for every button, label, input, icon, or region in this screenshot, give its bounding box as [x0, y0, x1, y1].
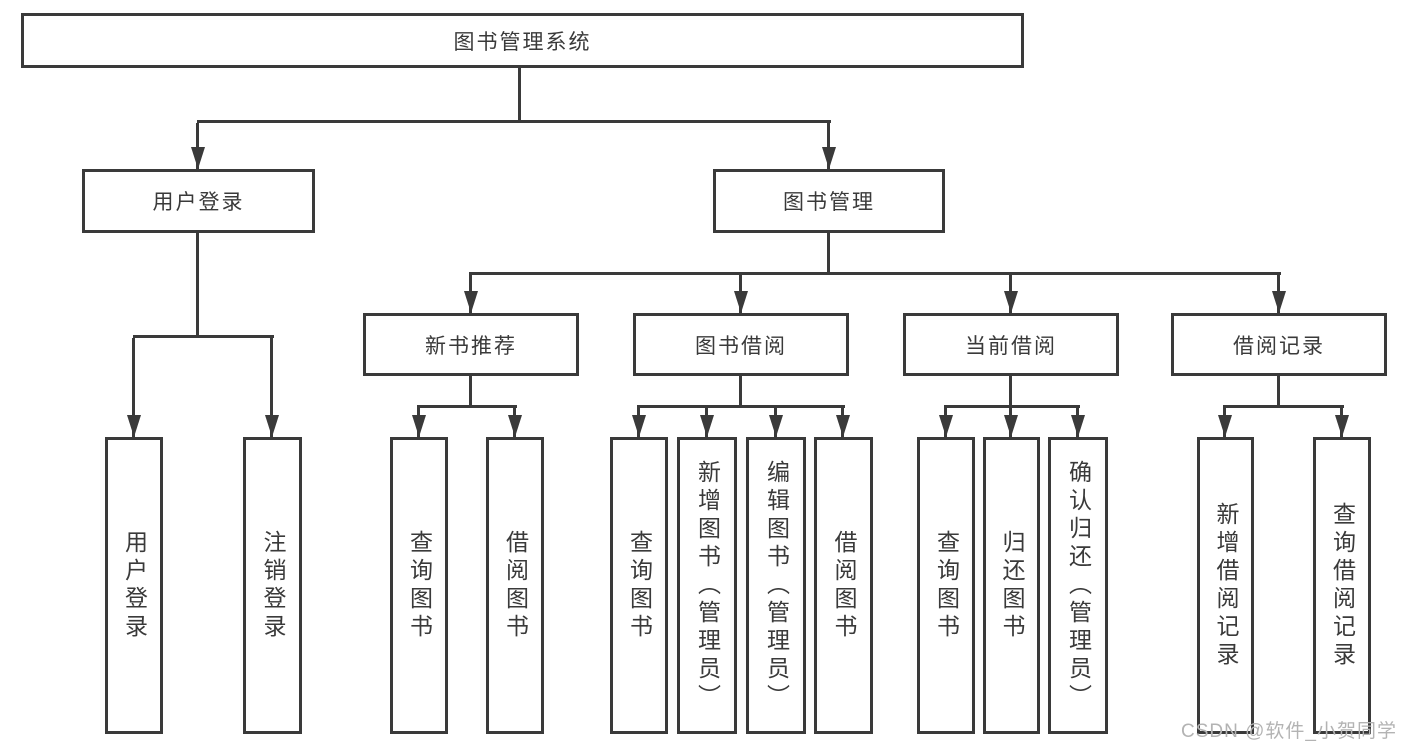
node-leaf-edit-book-admin: 编辑图书（管理员）	[746, 437, 806, 734]
csdn-watermark: CSDN @软件_小贺同学	[1181, 721, 1397, 742]
node-leaf-confirm-return-admin: 确认归还（管理员）	[1048, 437, 1108, 734]
node-leaf-borrow-books-2: 借阅图书	[814, 437, 873, 734]
connector-book-management-bar	[469, 272, 1281, 275]
node-leaf-query-borrow-record: 查询借阅记录	[1313, 437, 1371, 734]
node-root-library-management-system: 图书管理系统	[21, 13, 1024, 68]
connector-to-leaf-user-login	[132, 338, 135, 437]
node-leaf-return-book: 归还图书	[983, 437, 1040, 734]
node-current-borrowing: 当前借阅	[903, 313, 1119, 376]
connector-to-book-management	[827, 123, 830, 169]
connector-book-management-stem	[827, 233, 830, 272]
arrow-down-icon	[1335, 415, 1349, 437]
connector-section2-bar	[637, 405, 845, 408]
arrow-down-icon	[822, 147, 836, 169]
node-book-management-branch: 图书管理	[713, 169, 945, 233]
arrow-down-icon	[127, 415, 141, 437]
arrow-down-icon	[412, 415, 426, 437]
arrow-down-icon	[700, 415, 714, 437]
connector-section4-stem	[1277, 376, 1280, 405]
node-leaf-query-books-1: 查询图书	[390, 437, 448, 734]
arrow-down-icon	[769, 415, 783, 437]
arrow-down-icon	[464, 291, 478, 313]
arrow-down-icon	[939, 415, 953, 437]
arrow-down-icon	[508, 415, 522, 437]
connector-user-login-bar	[133, 335, 274, 338]
arrow-down-icon	[1004, 415, 1018, 437]
arrow-down-icon	[1004, 291, 1018, 313]
node-leaf-add-borrow-record: 新增借阅记录	[1197, 437, 1254, 734]
connector-section1-bar	[417, 405, 517, 408]
arrow-down-icon	[1272, 291, 1286, 313]
arrow-down-icon	[836, 415, 850, 437]
arrow-down-icon	[1218, 415, 1232, 437]
connector-root-bar	[197, 120, 831, 123]
node-leaf-logout: 注销登录	[243, 437, 302, 734]
arrow-down-icon	[632, 415, 646, 437]
node-leaf-add-book-admin: 新增图书（管理员）	[677, 437, 737, 734]
connector-section2-stem	[739, 376, 742, 405]
node-leaf-query-books-2: 查询图书	[610, 437, 668, 734]
arrow-down-icon	[734, 291, 748, 313]
connector-to-user-login	[196, 123, 199, 169]
node-user-login-branch: 用户登录	[82, 169, 315, 233]
connector-user-login-stem	[196, 233, 199, 335]
connector-section4-bar	[1223, 405, 1344, 408]
connector-section3-bar	[944, 405, 1080, 408]
arrow-down-icon	[191, 147, 205, 169]
node-book-borrowing: 图书借阅	[633, 313, 849, 376]
node-leaf-user-login: 用户登录	[105, 437, 163, 734]
connector-to-leaf-logout	[270, 338, 273, 437]
arrow-down-icon	[265, 415, 279, 437]
node-new-book-recommendation: 新书推荐	[363, 313, 579, 376]
node-leaf-borrow-books-1: 借阅图书	[486, 437, 544, 734]
connector-section1-stem	[469, 376, 472, 405]
connector-root-stem	[518, 68, 521, 120]
node-leaf-query-books-3: 查询图书	[917, 437, 975, 734]
connector-section3-stem	[1009, 376, 1012, 405]
arrow-down-icon	[1071, 415, 1085, 437]
node-borrowing-records: 借阅记录	[1171, 313, 1387, 376]
